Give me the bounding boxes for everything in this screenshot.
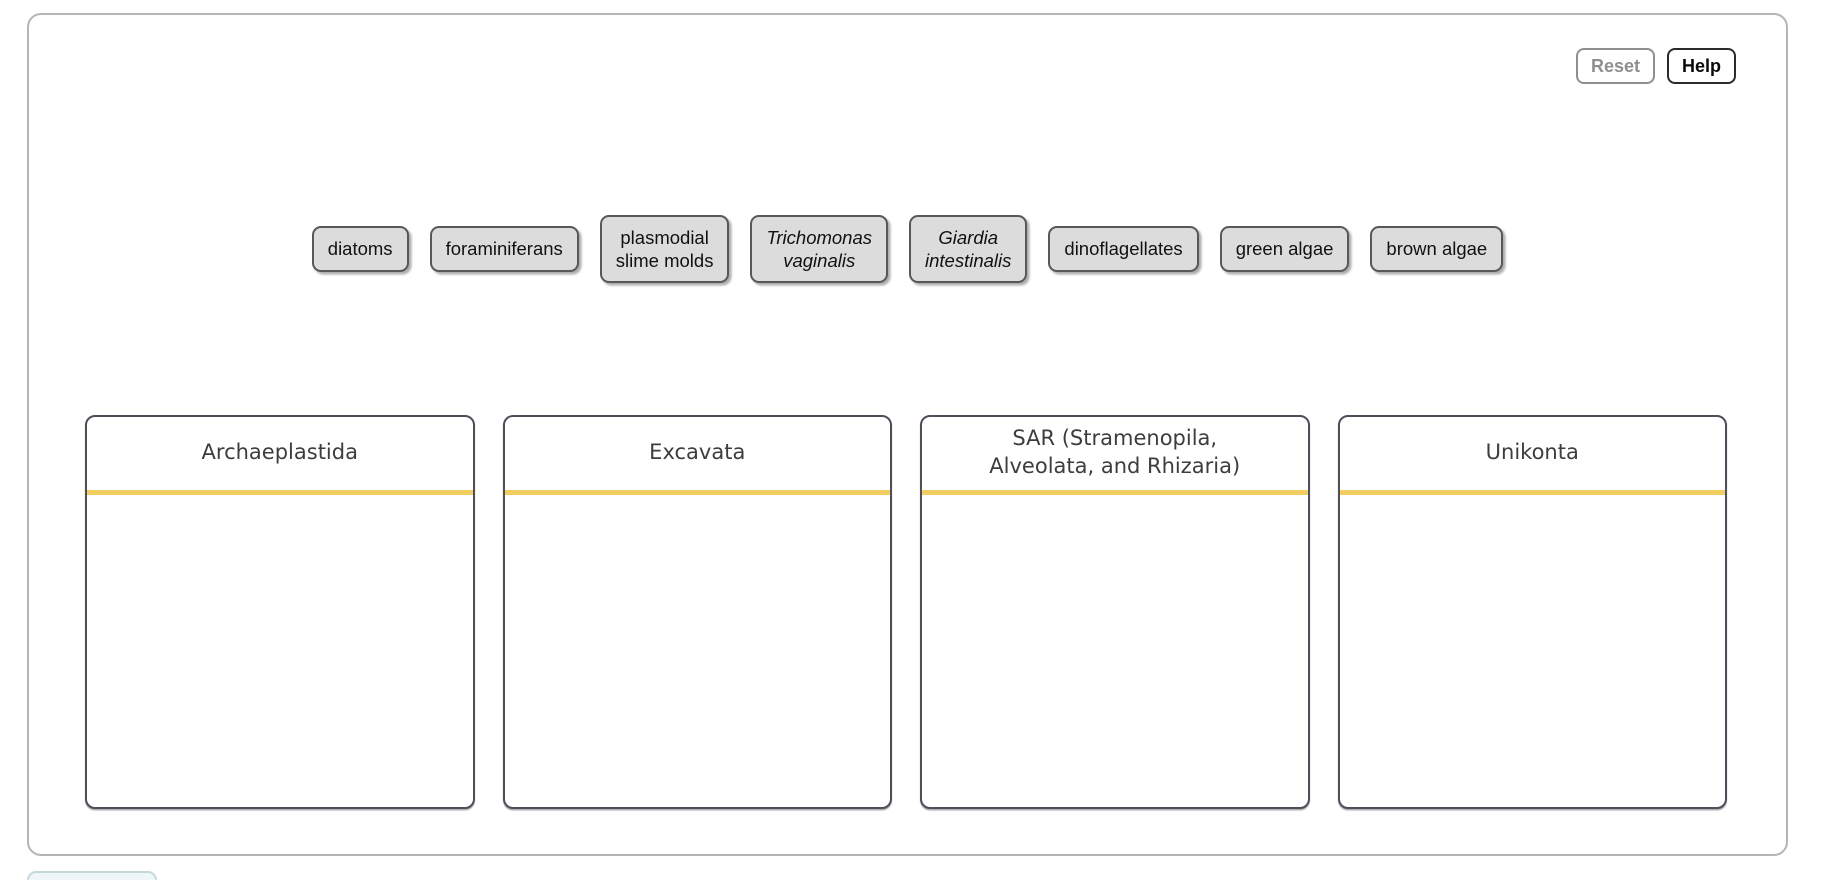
bin-title-sar: SAR (Stramenopila, Alveolata, and Rhizar… — [922, 417, 1308, 495]
bins-row: Archaeplastida Excavata SAR (Stramenopil… — [85, 415, 1727, 809]
activity-card: Reset Help diatoms foraminiferans plasmo… — [27, 13, 1788, 856]
help-button[interactable]: Help — [1666, 48, 1736, 84]
bin-drop-area-archaeplastida[interactable] — [87, 495, 473, 807]
chip-green-algae[interactable]: green algae — [1219, 226, 1350, 272]
chip-tray: diatoms foraminiferans plasmodial slime … — [29, 207, 1786, 291]
bin-drop-area-excavata[interactable] — [505, 495, 891, 807]
chip-dinoflagellates[interactable]: dinoflagellates — [1048, 226, 1199, 272]
bin-unikonta[interactable]: Unikonta — [1337, 415, 1727, 809]
bin-excavata[interactable]: Excavata — [502, 415, 892, 809]
bin-archaeplastida[interactable]: Archaeplastida — [85, 415, 475, 809]
bin-title-archaeplastida: Archaeplastida — [87, 417, 473, 495]
bin-title-unikonta: Unikonta — [1339, 417, 1725, 495]
chip-diatoms[interactable]: diatoms — [311, 226, 409, 272]
bin-title-excavata: Excavata — [504, 417, 890, 495]
chip-trichomonas-vaginalis[interactable]: Trichomonas vaginalis — [750, 214, 889, 284]
chip-giardia-intestinalis[interactable]: Giardia intestinalis — [909, 214, 1028, 284]
bin-sar[interactable]: SAR (Stramenopila, Alveolata, and Rhizar… — [920, 415, 1310, 809]
bin-drop-area-unikonta[interactable] — [1340, 495, 1726, 807]
bin-drop-area-sar[interactable] — [922, 495, 1308, 807]
chip-brown-algae[interactable]: brown algae — [1370, 226, 1504, 272]
chip-foraminiferans[interactable]: foraminiferans — [429, 226, 579, 272]
bottom-cutoff-button[interactable] — [27, 871, 157, 880]
reset-button[interactable]: Reset — [1575, 48, 1655, 84]
chip-plasmodial-slime-molds[interactable]: plasmodial slime molds — [599, 214, 730, 284]
